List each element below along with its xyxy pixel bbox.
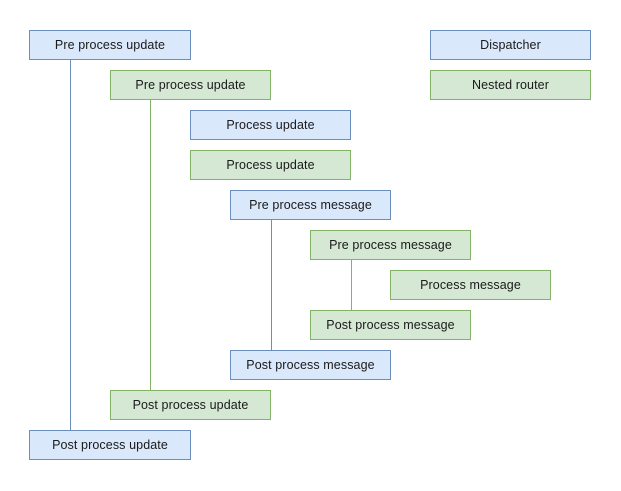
node-label: Post process update	[132, 397, 249, 412]
node-post-process-message-nested-router[interactable]: Post process message	[310, 310, 471, 340]
node-label: Post process update	[52, 437, 168, 452]
node-label: Process update	[226, 117, 315, 132]
connector-dispatcher-message	[271, 220, 272, 350]
connector-dispatcher-outer	[70, 60, 71, 430]
node-post-process-update-dispatcher[interactable]: Post process update	[29, 430, 191, 460]
node-label: Pre process message	[249, 197, 372, 212]
connector-nested-router-outer	[150, 100, 151, 390]
node-process-message-nested-router[interactable]: Process message	[390, 270, 551, 300]
node-process-update-nested-router[interactable]: Process update	[190, 150, 351, 180]
node-pre-process-update-nested-router[interactable]: Pre process update	[110, 70, 271, 100]
node-label: Process message	[420, 277, 521, 292]
node-process-update-dispatcher[interactable]: Process update	[190, 110, 351, 140]
node-post-process-message-dispatcher[interactable]: Post process message	[230, 350, 391, 380]
node-label: Pre process update	[135, 77, 246, 92]
connector-nested-router-message	[351, 260, 352, 310]
node-label: Post process message	[326, 317, 455, 332]
node-label: Pre process message	[329, 237, 452, 252]
node-label: Post process message	[246, 357, 375, 372]
node-label: Process update	[226, 157, 315, 172]
node-pre-process-update-dispatcher[interactable]: Pre process update	[29, 30, 191, 60]
node-pre-process-message-dispatcher[interactable]: Pre process message	[230, 190, 391, 220]
node-pre-process-message-nested-router[interactable]: Pre process message	[310, 230, 471, 260]
legend-item-label: Nested router	[471, 77, 550, 92]
legend-item-label: Dispatcher	[480, 37, 541, 52]
legend-item-dispatcher[interactable]: Dispatcher	[430, 30, 591, 60]
node-label: Pre process update	[54, 37, 166, 52]
node-post-process-update-nested-router[interactable]: Post process update	[110, 390, 271, 420]
legend-item-nested-router[interactable]: Nested router	[430, 70, 591, 100]
